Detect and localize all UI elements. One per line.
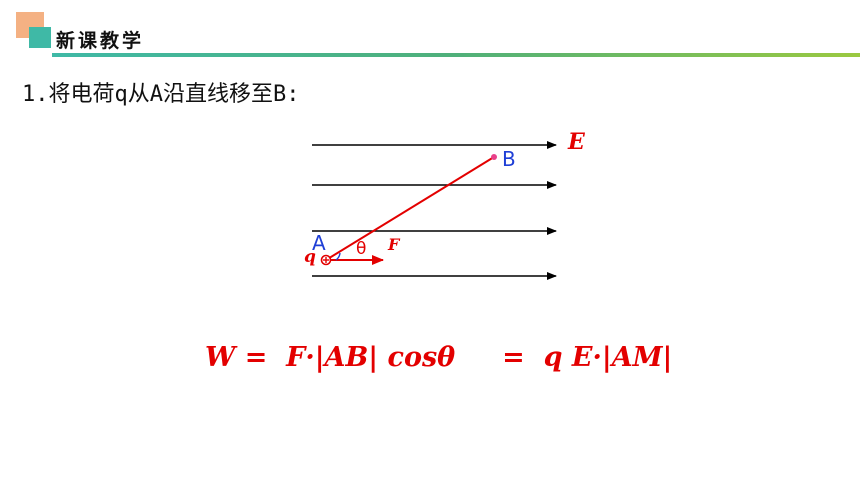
path-ab [325, 156, 495, 261]
charge-label: q [304, 247, 316, 267]
header-divider [52, 53, 860, 57]
point-a-label: A [312, 231, 326, 255]
force-label: F [387, 235, 401, 254]
problem-statement: 1.将电荷q从A沿直线移至B: [22, 82, 300, 107]
field-label: E [567, 129, 586, 155]
point-b-dot [491, 154, 497, 160]
point-b-label: B [502, 147, 516, 171]
section-title: 新课教学 [56, 30, 145, 52]
work-formula: W = F·|AB| cosθ = q E·|AM| [205, 342, 673, 373]
header-decor-teal-square [29, 27, 51, 48]
angle-arc [335, 252, 341, 261]
angle-label: θ [356, 239, 366, 259]
